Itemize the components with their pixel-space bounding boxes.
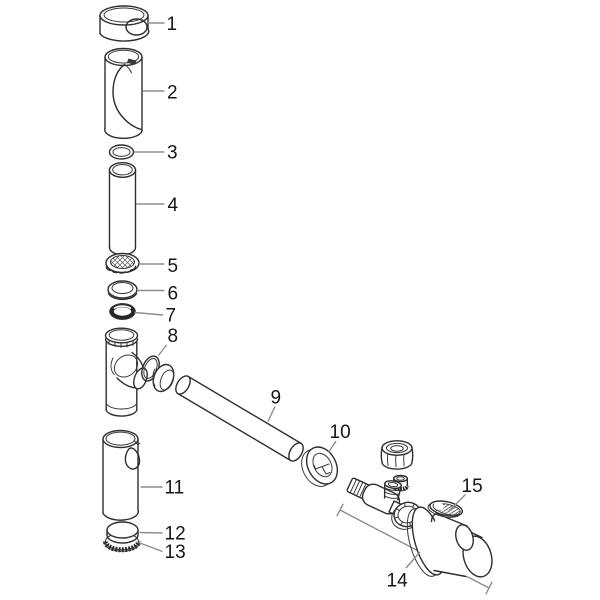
thread-hatch [349, 478, 373, 501]
part-4-immersion-tube [108, 161, 137, 256]
leader-lines [134, 22, 493, 595]
part-12-base-plug [106, 521, 139, 544]
valve-top-outlet [383, 480, 402, 501]
callout-label-2: 2 [167, 83, 178, 104]
callout-labels: 1 2 3 4 5 6 7 8 9 10 11 12 13 14 15 [165, 14, 483, 592]
slip-nut [152, 363, 175, 393]
part-2-cover-sleeve [104, 47, 143, 140]
part-7-o-ring [109, 303, 136, 320]
valve-escutcheon [406, 506, 493, 578]
part-15-cover-cap [427, 500, 464, 518]
callout-label-3: 3 [167, 143, 178, 164]
part-9-outlet-pipe [175, 375, 304, 462]
callout-label-13: 13 [165, 542, 186, 563]
sleeve-notch [126, 58, 137, 65]
callout-label-8: 8 [168, 326, 179, 347]
part-1-cap-ring [99, 5, 150, 42]
callout-label-11: 11 [165, 478, 185, 499]
callout-label-7: 7 [166, 306, 177, 327]
part-3-o-ring [108, 144, 135, 160]
callout-label-5: 5 [168, 256, 179, 277]
compression-nut [380, 440, 414, 470]
part-5-strainer-nut [105, 252, 140, 274]
callout-label-1: 1 [167, 14, 178, 35]
leader-14-connector [405, 551, 421, 569]
callout-label-9: 9 [271, 388, 282, 409]
callout-label-14: 14 [387, 571, 409, 592]
part-10-wall-rosette [301, 446, 339, 487]
callout-label-10: 10 [330, 422, 351, 443]
trap-body [104, 327, 148, 417]
callout-label-15: 15 [462, 476, 483, 497]
callout-label-12: 12 [165, 524, 186, 545]
dimension-tick-left [336, 503, 344, 517]
cup-side-hole [124, 447, 141, 470]
callout-label-6: 6 [168, 284, 179, 305]
dimension-tick-right [485, 581, 493, 595]
rosette-symbol [313, 463, 331, 475]
part-6-cone-ring [107, 280, 138, 301]
callout-label-4: 4 [168, 195, 179, 216]
part-11-trap-cup [102, 429, 141, 521]
